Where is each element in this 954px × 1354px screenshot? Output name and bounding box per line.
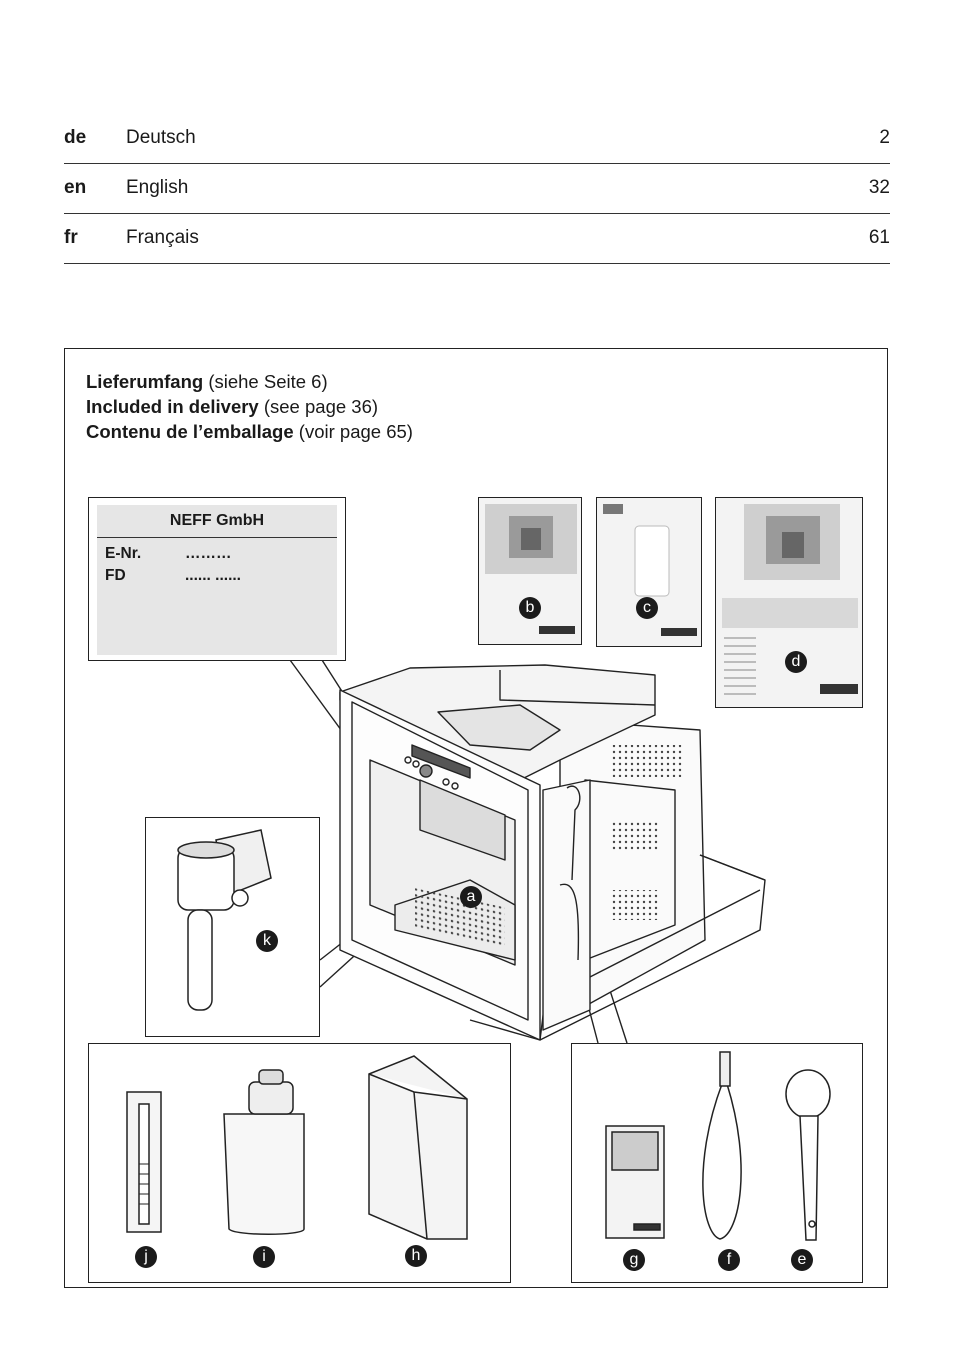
- rating-plate: NEFF GmbH E-Nr. ……… FD ...... ......: [97, 505, 337, 655]
- toc-page-number: 32: [868, 177, 890, 198]
- tool-icons: [605, 1051, 831, 1241]
- callout-i: i: [253, 1246, 275, 1268]
- toc-page-number: 2: [879, 127, 890, 148]
- delivery-heading: Lieferumfang (siehe Seite 6) Included in…: [86, 369, 413, 444]
- nameplate-divider: [97, 537, 337, 538]
- callout-a: a: [460, 886, 482, 908]
- toc-page-number: 61: [868, 227, 890, 248]
- manual-cover-image: [722, 504, 858, 695]
- enr-value: ………: [185, 545, 232, 562]
- callout-h: h: [405, 1245, 427, 1267]
- fd-value: ...... ......: [185, 567, 241, 584]
- manual-d: [715, 497, 863, 708]
- toc-language: English: [126, 177, 189, 198]
- callout-f: f: [718, 1249, 740, 1271]
- toc-row-fr[interactable]: fr Français 61: [64, 214, 890, 264]
- milk-pipe-box: [145, 817, 320, 1037]
- callout-d: d: [785, 651, 807, 673]
- manual-b: [478, 497, 582, 645]
- nameplate-box: NEFF GmbH E-Nr. ……… FD ...... ......: [88, 497, 346, 661]
- delivery-figure-frame: [64, 348, 888, 1288]
- toc-code: en: [64, 177, 87, 198]
- delivery-heading-en: Included in delivery (see page 36): [86, 396, 379, 417]
- callout-j: j: [135, 1246, 157, 1268]
- callout-e: e: [791, 1249, 813, 1271]
- callout-k: k: [256, 930, 278, 952]
- nameplate-enr-row: E-Nr. ………: [105, 545, 232, 563]
- toc-row-de[interactable]: de Deutsch 2: [64, 114, 890, 164]
- delivery-heading-de: Lieferumfang (siehe Seite 6): [86, 371, 328, 392]
- filter-leaflet-image: [603, 504, 697, 636]
- nameplate-brand: NEFF GmbH: [169, 512, 265, 529]
- accessories-box-right: [571, 1043, 863, 1283]
- accessories-icons: [126, 1055, 468, 1240]
- manual-cover-image: [485, 504, 577, 634]
- accessories-box-left: [88, 1043, 511, 1283]
- milk-pipe-icon: [177, 829, 272, 1011]
- toc-code: de: [64, 127, 87, 148]
- fd-label: FD: [105, 567, 126, 584]
- callout-g: g: [623, 1249, 645, 1271]
- table-of-contents: de Deutsch 2 en English 32 fr Français 6…: [64, 114, 890, 264]
- callout-c: c: [636, 597, 658, 619]
- enr-label: E-Nr.: [105, 545, 142, 562]
- manual-c: [596, 497, 702, 647]
- toc-row-en[interactable]: en English 32: [64, 164, 890, 214]
- callout-b: b: [519, 597, 541, 619]
- toc-code: fr: [64, 227, 78, 248]
- nameplate-fd-row: FD ...... ......: [105, 567, 241, 585]
- toc-language: Deutsch: [126, 127, 196, 148]
- delivery-heading-fr: Contenu de l’emballage (voir page 65): [86, 421, 413, 442]
- toc-language: Français: [126, 227, 199, 248]
